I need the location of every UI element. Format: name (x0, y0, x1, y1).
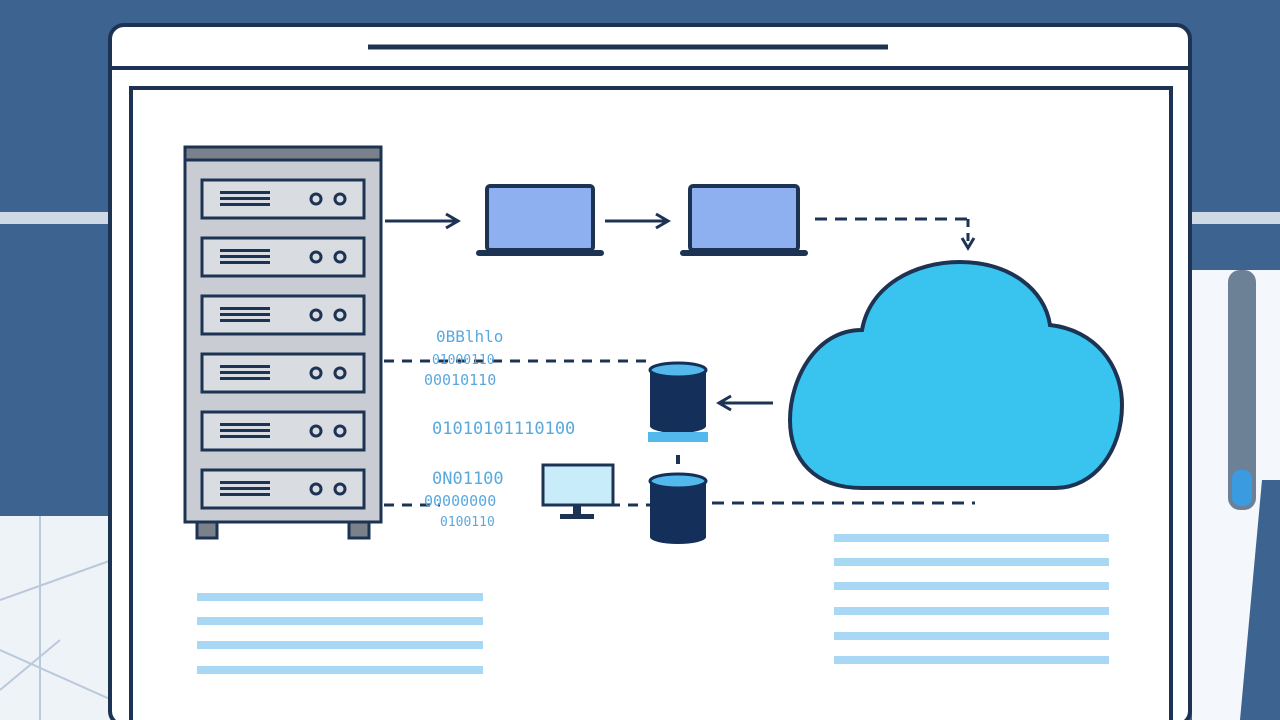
binary-label-b3: 0100110 (440, 515, 495, 530)
server-unit (200, 294, 366, 336)
server-unit (200, 178, 366, 220)
laptop-icon (476, 184, 604, 256)
server-rack-icon (183, 145, 383, 540)
binary-label-a1: 0BBlhlo (436, 327, 503, 346)
connectors (384, 212, 976, 507)
binary-label-b1: 0N01100 (432, 469, 504, 489)
server-unit (200, 468, 366, 510)
server-unit (200, 236, 366, 278)
database-icon (648, 472, 708, 544)
laptop-icon (680, 184, 808, 256)
text-lines-right (834, 534, 1109, 664)
database-icon (648, 361, 708, 442)
server-unit (200, 352, 366, 394)
binary-label-b2: 00000000 (424, 492, 496, 510)
server-unit (200, 410, 366, 452)
monitor-icon (541, 463, 615, 519)
text-lines-left (197, 593, 483, 674)
binary-label-a2: 01000110 (432, 353, 495, 368)
binary-row: 01010101110100 (432, 419, 575, 439)
cloud-icon (787, 259, 1125, 490)
binary-label-a3: 00010110 (424, 371, 496, 389)
